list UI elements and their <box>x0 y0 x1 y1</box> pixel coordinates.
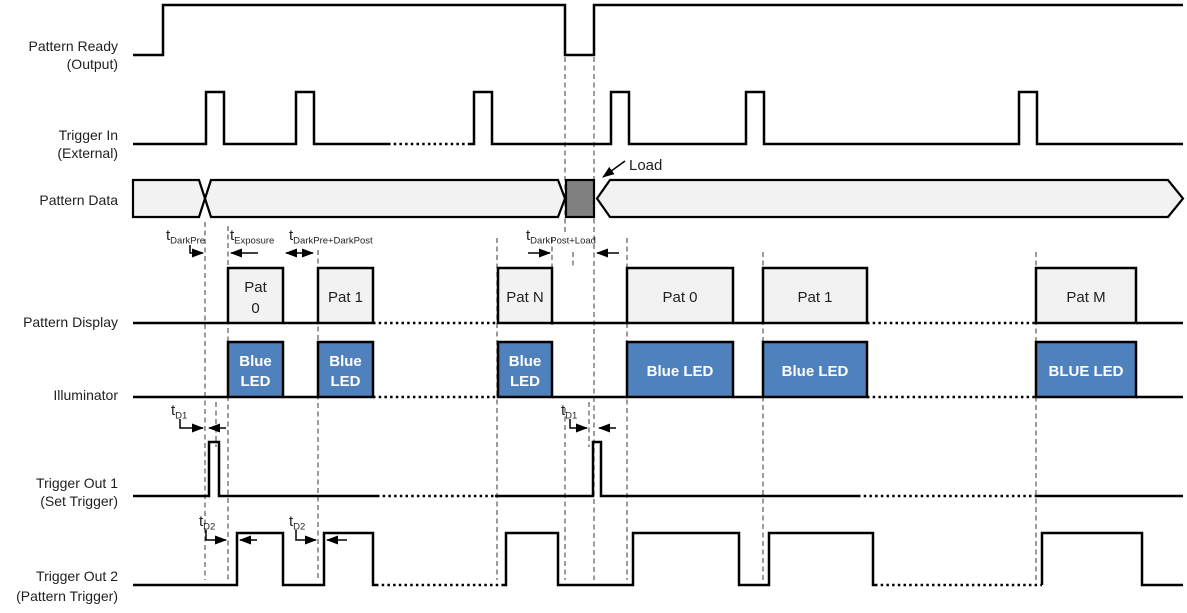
trigger-out-2-label: Trigger Out 2 <box>36 568 118 584</box>
trigger-out-1-wave-mid <box>495 440 858 498</box>
led-block <box>1034 340 1138 399</box>
trigger-out-1-wave-left <box>133 440 377 498</box>
t-d1-left-label: tD1 <box>171 402 187 422</box>
load-label: Load <box>629 157 662 174</box>
led-block-text: LED <box>510 373 540 390</box>
t-darkpost-load-label: tDarkPost+Load <box>526 227 596 247</box>
pattern-block-pat0 <box>226 266 285 325</box>
trigger-out-2-wave-left <box>133 531 376 587</box>
pattern-ready-label: Pattern Ready <box>29 38 119 54</box>
t-d1-annotations: tD1 tD1 <box>171 402 616 433</box>
trigger-in-label: Trigger In <box>59 127 118 143</box>
pattern-ready-waveform <box>133 3 1183 57</box>
led-block-text: LED <box>331 373 361 390</box>
bus-segment-2 <box>203 178 567 219</box>
bus-segment-1 <box>131 178 207 219</box>
t-d2-second-label: tD2 <box>289 513 305 533</box>
led-block-text: Blue <box>509 353 542 370</box>
load-arrow <box>602 160 626 178</box>
t-darkpre-arrow <box>189 245 204 258</box>
trigger-in-wave-right <box>468 90 1183 146</box>
trigger-out-1-label: Trigger Out 1 <box>36 475 118 491</box>
led-block-text: Blue <box>239 353 272 370</box>
t-d1-mid-label: tD1 <box>561 402 577 422</box>
t-exposure-label: tExposure <box>230 227 274 247</box>
pattern-block-pat0-2 <box>625 266 735 325</box>
trigger-out-2-sublabel: (Pattern Trigger) <box>16 588 118 604</box>
pattern-block-patN <box>496 266 554 325</box>
t-d2-first-label: tD2 <box>199 513 215 533</box>
led-block <box>226 340 285 399</box>
pattern-block-pat1 <box>316 266 375 325</box>
led-block <box>316 340 375 399</box>
trigger-in-wave-left <box>133 90 388 146</box>
led-block-text: Blue <box>329 353 362 370</box>
t-d2-second-arrow-left <box>295 530 317 545</box>
pattern-block-text: Pat 0 <box>662 289 697 306</box>
led-block-text: Blue LED <box>782 363 849 380</box>
pattern-ready-sublabel: (Output) <box>67 56 118 72</box>
t-d1-left-arrow-left <box>179 419 204 433</box>
trigger-out-2-wave-right <box>1040 531 1183 587</box>
pattern-display-label: Pattern Display <box>23 314 118 330</box>
signal-labels: Pattern Ready (Output) Trigger In (Exter… <box>16 38 118 604</box>
illuminator-row: Blue LED Blue LED Blue LED Blue LED Blue… <box>133 340 1183 399</box>
led-block-text: Blue LED <box>647 363 714 380</box>
trigger-out-2-waveform <box>133 531 1183 587</box>
trigger-out-1-waveform <box>133 440 1183 498</box>
pattern-block-text: Pat <box>244 279 267 296</box>
trigger-out-2-wave-mid <box>502 531 875 587</box>
led-block <box>496 340 554 399</box>
trigger-in-sublabel: (External) <box>57 145 118 161</box>
t-d2-annotations: tD2 tD2 <box>199 513 347 545</box>
t-d1-mid-arrow-left <box>569 419 588 433</box>
trigger-out-1-sublabel: (Set Trigger) <box>40 493 118 509</box>
t-darkpre-label: tDarkPre <box>166 227 205 247</box>
bus-segment-3 <box>595 178 1185 219</box>
pattern-data-label: Pattern Data <box>39 192 118 208</box>
t-d2-first-arrow-left <box>205 530 227 545</box>
led-block-text: BLUE LED <box>1049 363 1124 380</box>
pattern-block-pat1-2 <box>761 266 869 325</box>
load-block <box>564 178 596 219</box>
pattern-block-text: Pat 1 <box>328 289 363 306</box>
led-block <box>625 340 735 399</box>
pattern-block-text: Pat 1 <box>797 289 832 306</box>
led-block-text: LED <box>241 373 271 390</box>
led-block <box>761 340 869 399</box>
timing-annotations-top: tDarkPre tExposure tDarkPre+DarkPost tDa… <box>166 227 619 258</box>
illuminator-label: Illuminator <box>53 387 118 403</box>
pattern-block-text: Pat N <box>506 289 544 306</box>
pattern-block-patM <box>1034 266 1138 325</box>
t-darkpre-darkpost-label: tDarkPre+DarkPost <box>289 227 373 247</box>
pattern-data-bus: Load <box>131 157 1185 219</box>
pattern-display-row: Pat 0 Pat 1 Pat N Pat 0 Pat 1 Pat M <box>133 266 1183 325</box>
pattern-block-text: Pat M <box>1066 289 1105 306</box>
trigger-in-waveform <box>133 90 1183 146</box>
pattern-block-text: 0 <box>251 300 259 317</box>
